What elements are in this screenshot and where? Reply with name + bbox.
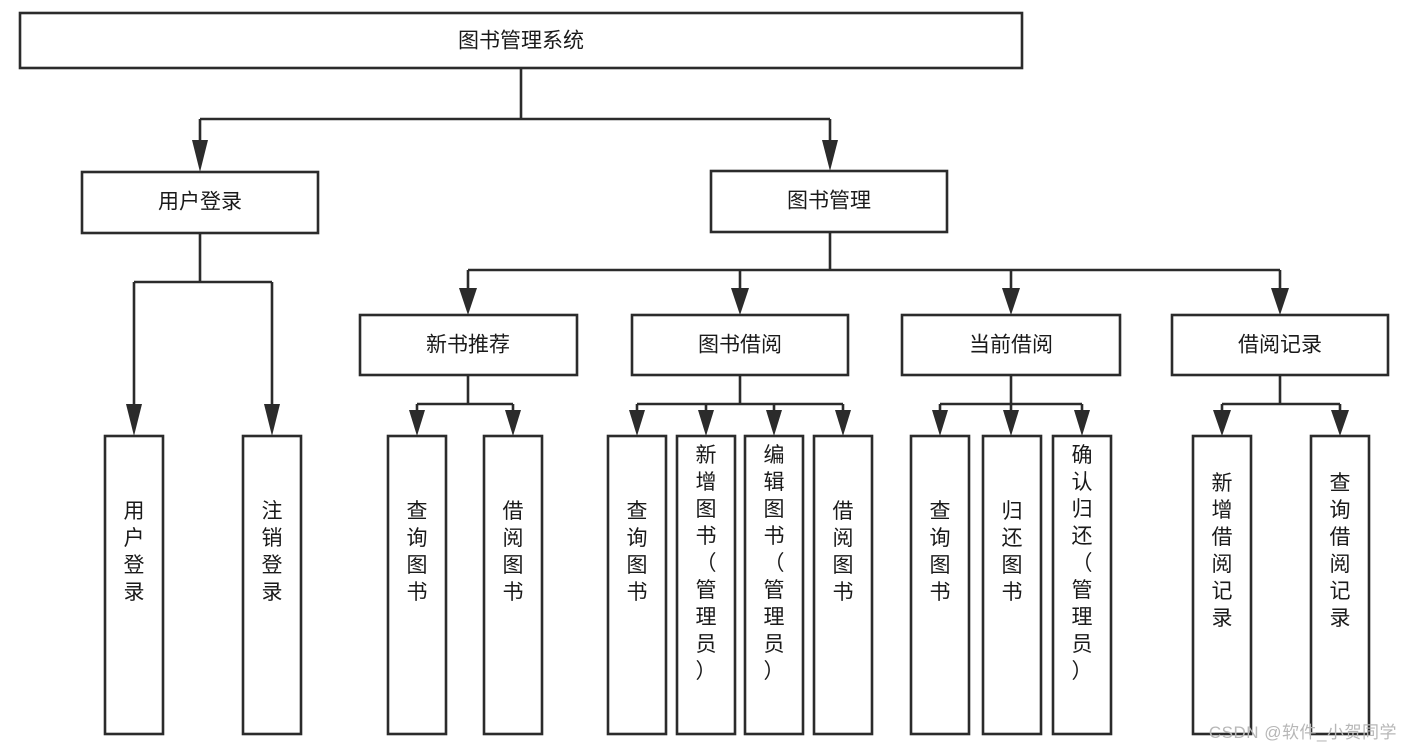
arrow-head-bb-add-book [698,410,714,436]
node-book-management[interactable]: 图书管理 [709,169,949,234]
node-bb-borrow-book-label: 借阅图书 [833,500,854,604]
node-bb-query-book-label: 查询图书 [627,500,648,604]
arrow-head-borrow-record [1271,288,1289,315]
arrow-head-bb-edit-book [766,410,782,436]
node-cb-return-book[interactable]: 归还图书 [981,434,1043,736]
node-bb-edit-book-box[interactable] [743,434,805,736]
arrow-head-nbr-query-book [409,410,425,436]
node-root-box[interactable] [18,11,1024,70]
node-root[interactable]: 图书管理系统 [18,11,1024,70]
node-nbr-borrow-book-label: 借阅图书 [503,500,524,604]
node-root-label: 图书管理系统 [458,30,584,53]
csdn-watermark: CSDN @软件_小贺同学 [1208,723,1397,742]
node-nbr-borrow-book[interactable]: 借阅图书 [482,434,544,736]
node-cb-query-book[interactable]: 查询图书 [909,434,971,736]
node-bb-query-book[interactable]: 查询图书 [606,434,668,736]
node-borrow-record-label: 借阅记录 [1238,334,1322,357]
node-book-borrow-box[interactable] [630,313,850,377]
node-bb-add-book-box[interactable] [675,434,737,736]
arrow-head-nbr-borrow-book [505,410,521,436]
arrow-head-br-add-record [1213,410,1231,436]
node-book-management-box[interactable] [709,169,949,234]
node-user-logout-label: 注销登录 [262,500,283,604]
node-current-borrow[interactable]: 当前借阅 [900,313,1122,377]
node-cb-confirm-return-box[interactable] [1051,434,1113,736]
node-user-login-do-box[interactable] [103,434,165,736]
node-new-book-recommend-label: 新书推荐 [426,334,510,357]
node-nbr-borrow-book-box[interactable] [482,434,544,736]
node-cb-return-book-label: 归还图书 [1002,500,1023,604]
node-br-query-record-box[interactable] [1309,434,1371,736]
node-br-add-record-label: 新增借阅记录 [1212,472,1233,630]
node-user-login[interactable]: 用户登录 [80,170,320,235]
node-book-management-label: 图书管理 [787,190,871,213]
arrow-head-cb-query-book [932,410,948,436]
arrow-head-user-login [192,140,208,172]
arrow-head-user-logout [264,404,280,436]
arrow-head-cb-confirm-return [1074,410,1090,436]
node-bb-add-book-label: 新增图书（管理员） [696,444,717,683]
arrow-head-new-book-recommend [459,288,477,315]
node-user-login-label: 用户登录 [158,191,242,214]
node-current-borrow-label: 当前借阅 [969,334,1053,357]
node-br-add-record-box[interactable] [1191,434,1253,736]
node-cb-query-book-box[interactable] [909,434,971,736]
node-nbr-query-book-label: 查询图书 [407,500,428,604]
arrow-head-cb-return-book [1003,410,1019,436]
node-book-borrow-label: 图书借阅 [698,334,782,357]
leaf-node-layer: 用户登录 注销登录 查询图书 借阅图书 查询图书 新增图书（管理员） [103,434,1371,736]
node-bb-query-book-box[interactable] [606,434,668,736]
arrow-head-current-borrow [1002,288,1020,315]
arrow-head-bb-borrow-book [835,410,851,436]
arrow-head-bb-query-book [629,410,645,436]
node-current-borrow-box[interactable] [900,313,1122,377]
node-cb-return-book-box[interactable] [981,434,1043,736]
node-br-query-record[interactable]: 查询借阅记录 [1309,434,1371,736]
node-br-add-record[interactable]: 新增借阅记录 [1191,434,1253,736]
node-bb-borrow-book-box[interactable] [812,434,874,736]
arrow-head-book-management [822,140,838,171]
node-bb-edit-book[interactable]: 编辑图书（管理员） [743,434,805,736]
node-borrow-record-box[interactable] [1170,313,1390,377]
arrow-head-book-borrow [731,288,749,315]
node-new-book-recommend-box[interactable] [358,313,579,377]
node-user-login-box[interactable] [80,170,320,235]
node-cb-query-book-label: 查询图书 [930,500,951,604]
node-user-logout[interactable]: 注销登录 [241,434,303,736]
node-borrow-record[interactable]: 借阅记录 [1170,313,1390,377]
node-bb-add-book[interactable]: 新增图书（管理员） [675,434,737,736]
node-new-book-recommend[interactable]: 新书推荐 [358,313,579,377]
node-user-logout-box[interactable] [241,434,303,736]
connector-layer [126,68,1349,436]
node-nbr-query-book[interactable]: 查询图书 [386,434,448,736]
node-br-query-record-label: 查询借阅记录 [1330,472,1351,630]
node-bb-borrow-book[interactable]: 借阅图书 [812,434,874,736]
node-nbr-query-book-box[interactable] [386,434,448,736]
arrow-head-br-query-record [1331,410,1349,436]
node-user-login-do[interactable]: 用户登录 [103,434,165,736]
node-book-borrow[interactable]: 图书借阅 [630,313,850,377]
node-cb-confirm-return[interactable]: 确认归还（管理员） [1051,434,1113,736]
arrow-head-user-login-do [126,404,142,436]
node-bb-edit-book-label: 编辑图书（管理员） [764,444,785,683]
node-cb-confirm-return-label: 确认归还（管理员） [1072,444,1093,683]
node-user-login-do-label: 用户登录 [124,500,145,604]
